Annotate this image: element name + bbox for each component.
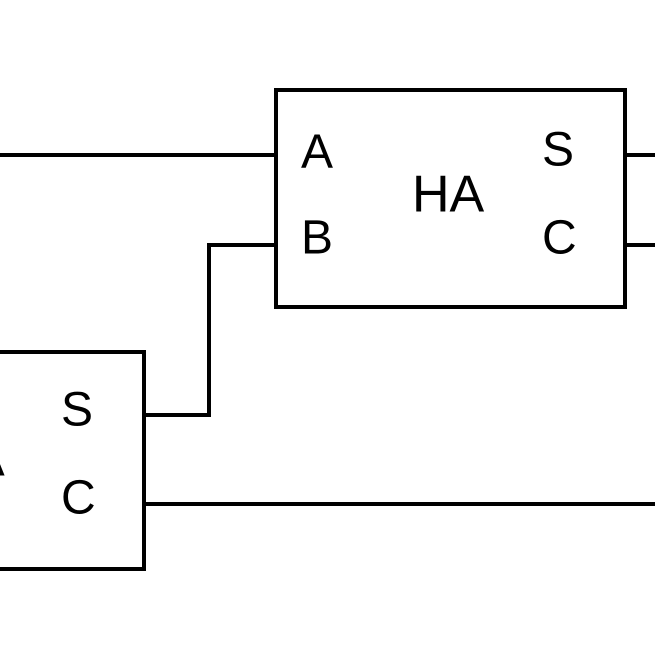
lower-output-s-label: S <box>61 384 93 437</box>
upper-output-c-label: C <box>542 212 577 265</box>
upper-input-a-label: A <box>301 126 333 179</box>
lower-output-c-label: C <box>61 472 96 525</box>
lower-half-adder-block: A S C <box>0 350 146 571</box>
lower-half-adder-box <box>0 350 146 571</box>
wire-lower-s-to-upper-b <box>144 243 276 417</box>
upper-half-adder-block: A B HA S C <box>274 88 627 309</box>
upper-half-adder-title: HA <box>412 166 485 224</box>
upper-half-adder-box <box>274 88 627 309</box>
upper-input-b-label: B <box>301 212 333 265</box>
upper-output-s-label: S <box>542 124 574 177</box>
lower-half-adder-title-fragment: A <box>0 430 5 488</box>
